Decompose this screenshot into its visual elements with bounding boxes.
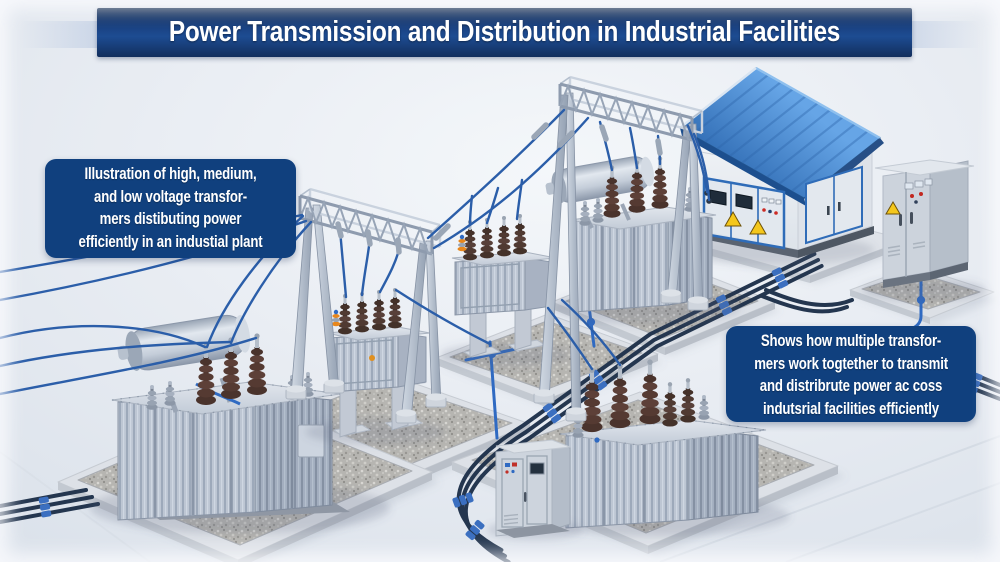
building-roof	[679, 66, 884, 206]
lattice-truss	[558, 75, 704, 142]
substation-building	[675, 66, 884, 265]
lattice-truss	[298, 187, 442, 256]
caption-line: mers distibuting power	[99, 210, 242, 228]
high-voltage-transformer-large	[90, 314, 390, 534]
caption-line: Shows how multiple transfor-	[760, 332, 942, 350]
warning-triangle-icon	[749, 218, 767, 235]
caption-line: and distribrute power ac coss	[759, 377, 943, 395]
warning-triangle-icon	[885, 201, 901, 215]
cabinet-display	[529, 462, 545, 475]
ground-conduit-runs	[0, 252, 1000, 562]
low-voltage-transformer-bottom	[530, 359, 790, 536]
building-control-panels	[702, 176, 786, 250]
caption-line: efficiently in an industial plant	[78, 232, 263, 251]
caption-right: Shows how multiple transfor- mers work t…	[726, 326, 976, 422]
transmission-gantry-right	[533, 75, 709, 422]
transmission-gantry-left	[285, 187, 447, 424]
caption-left: Illustration of high, medium, and low vo…	[45, 159, 296, 258]
pole-mounted-transformer-left	[305, 288, 445, 445]
control-cabinet-center	[487, 439, 583, 540]
caption-line: indutsrial facilities efficiently	[763, 399, 939, 418]
caption-line: and low voltage transfor-	[94, 187, 247, 206]
warning-triangle-icon	[724, 210, 742, 227]
caption-line: mers work togtether to transmit	[754, 354, 949, 373]
distribution-cabinet-right	[863, 159, 987, 301]
caption-line: Illustration of high, medium,	[84, 165, 257, 183]
building-doors	[805, 165, 863, 245]
switch-handle	[369, 355, 375, 361]
page-title: Power Transmission and Distribution in I…	[168, 16, 841, 48]
page-title-banner: Power Transmission and Distribution in I…	[97, 8, 912, 57]
